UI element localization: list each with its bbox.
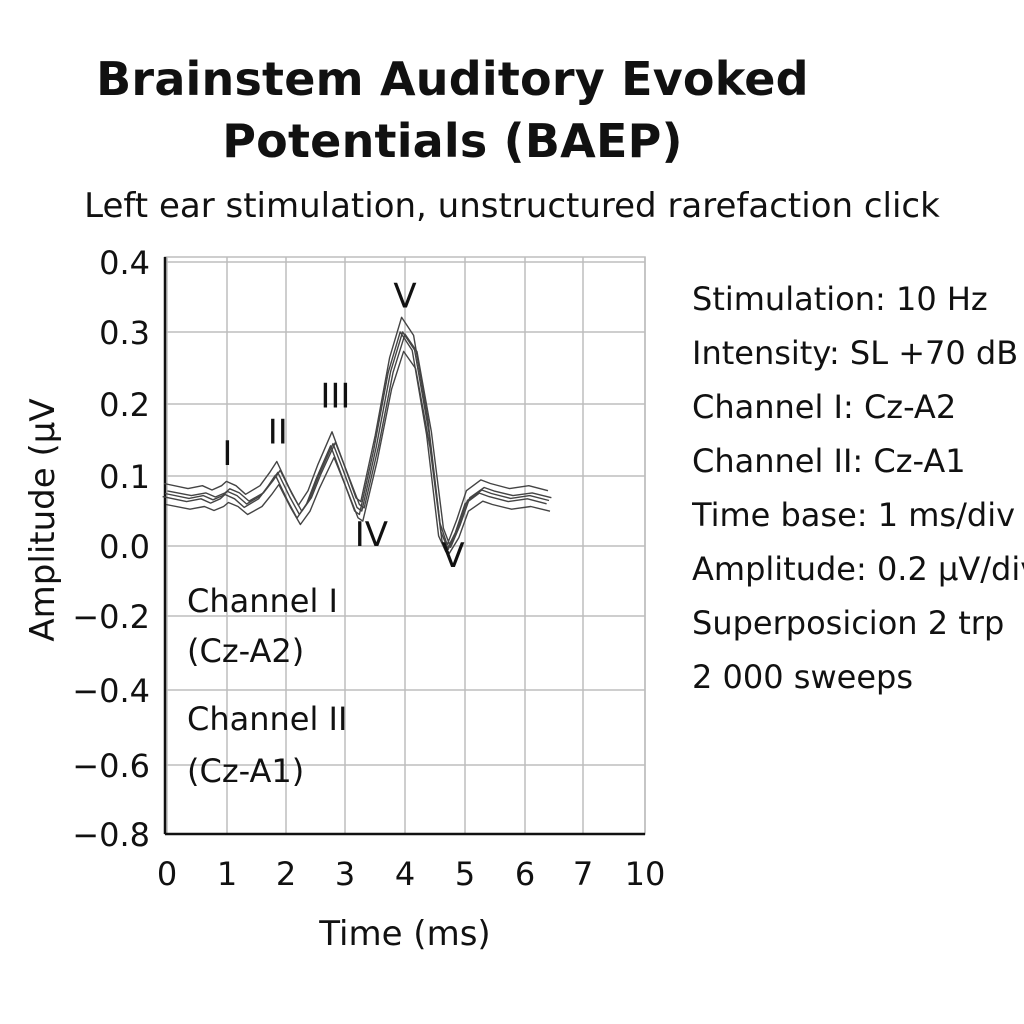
legend-channel-2-montage: (Cz-A1) xyxy=(187,752,304,790)
y-tick-label-7: −0.6 xyxy=(72,747,150,785)
x-tick-label-4: 4 xyxy=(395,855,415,893)
peak-label-0: I xyxy=(222,434,232,474)
info-intensity: Intensity: SL +70 dB xyxy=(692,334,1019,372)
info-time-base: Time base: 1 ms/div xyxy=(692,496,1016,534)
peak-label-3: V xyxy=(393,277,416,317)
x-tick-label-6: 6 xyxy=(515,855,535,893)
x-tick-label-2: 2 xyxy=(276,855,296,893)
trace-sweep-4 xyxy=(163,316,549,546)
info-channel-2: Channel II: Cz-A1 xyxy=(692,442,966,480)
x-axis-label: Time (ms) xyxy=(318,914,490,954)
x-tick-label-5: 5 xyxy=(455,855,475,893)
x-tick-label-8: 10 xyxy=(625,855,666,893)
y-tick-label-6: −0.4 xyxy=(72,672,150,710)
peak-label-1: II xyxy=(268,413,288,453)
peak-label-2: III xyxy=(320,377,350,417)
trace-sweep-0 xyxy=(164,331,550,551)
y-tick-label-3: 0.1 xyxy=(99,458,150,496)
peak-label-5: V xyxy=(441,536,464,576)
x-tick-label-1: 1 xyxy=(217,855,237,893)
x-tick-label-7: 7 xyxy=(573,855,593,893)
y-tick-label-8: −0.8 xyxy=(72,816,150,854)
y-tick-label-0: 0.4 xyxy=(99,244,150,282)
info-superposition: Superposicion 2 trp xyxy=(692,604,1005,642)
y-axis-label: Amplitude (µV xyxy=(23,398,63,641)
x-tick-label-0: 0 xyxy=(157,855,177,893)
stimulus-parameters: Stimulation: 10 Hz Intensity: SL +70 dB … xyxy=(692,272,1024,704)
y-tick-label-4: 0.0 xyxy=(99,528,150,566)
chart-title: Brainstem Auditory Evoked Potentials (BA… xyxy=(0,48,905,172)
y-tick-label-5: −0.2 xyxy=(72,598,150,636)
info-channel-1: Channel I: Cz-A2 xyxy=(692,388,957,426)
chart-title-line-2: Potentials (BAEP) xyxy=(222,114,683,168)
y-tick-label-1: 0.3 xyxy=(99,314,150,352)
info-amplitude: Amplitude: 0.2 µV/div xyxy=(692,550,1024,588)
chart-title-line-1: Brainstem Auditory Evoked xyxy=(96,52,809,106)
y-tick-label-2: 0.2 xyxy=(99,386,150,424)
info-stimulation: Stimulation: 10 Hz xyxy=(692,280,988,318)
x-tick-label-3: 3 xyxy=(335,855,355,893)
legend-channel-2-name: Channel II xyxy=(187,700,347,738)
legend-channel-1-montage: (Cz-A2) xyxy=(187,632,304,670)
info-sweeps: 2 000 sweeps xyxy=(692,658,913,696)
chart-subtitle: Left ear stimulation, unstructured raref… xyxy=(84,186,940,226)
trace-sweep-3 xyxy=(165,350,551,555)
legend-channel-1-name: Channel I xyxy=(187,582,338,620)
peak-label-4: IV xyxy=(355,515,388,555)
